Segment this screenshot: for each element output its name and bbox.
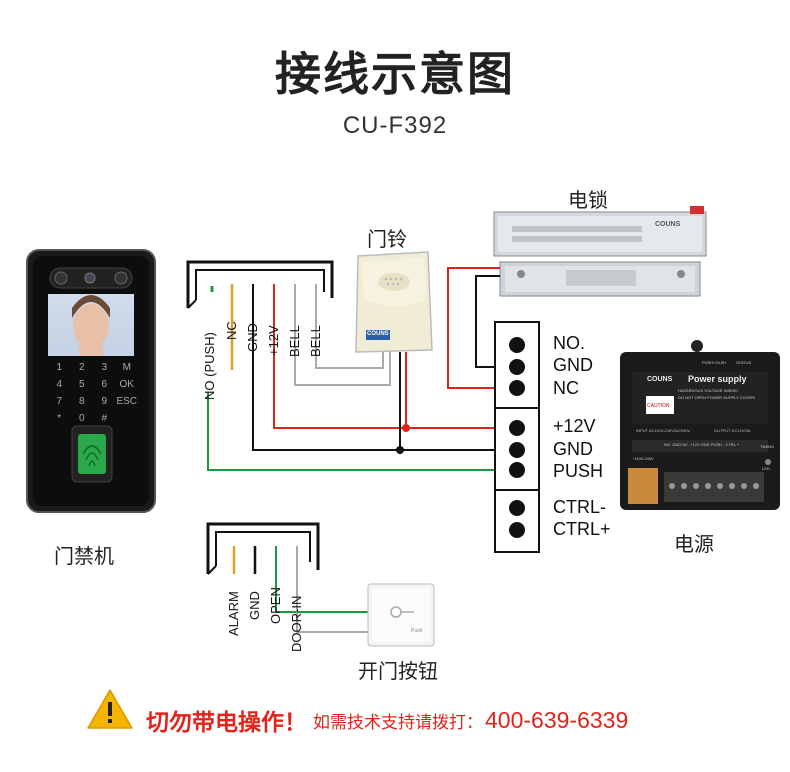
model-number: CU-F392: [342, 112, 448, 139]
keypad-key[interactable]: 0: [78, 413, 85, 424]
button-label-alarm: ALARM: [226, 591, 241, 636]
psu-title: Power supply: [688, 374, 747, 384]
terminal-label-12v: +12V: [266, 325, 281, 356]
psu-timing: TIMING: [760, 444, 774, 449]
keypad-key[interactable]: 9: [101, 396, 108, 407]
exit-button-device: [367, 583, 435, 647]
black-junction: [396, 446, 404, 454]
keypad-key[interactable]: 8: [78, 396, 85, 407]
keypad-key[interactable]: ESC: [116, 396, 138, 407]
controller-connector: [186, 260, 334, 309]
psu-label-ctrl-plus: CTRL+: [553, 519, 611, 539]
psu-label-push: PUSH: [553, 461, 604, 481]
button-label-gnd: GND: [247, 591, 262, 620]
keypad-key[interactable]: 1: [56, 362, 63, 373]
psu-terminal-blocks: [494, 321, 540, 553]
psu-input: INPUT AC110V-240V/AC50Hz: [636, 428, 690, 433]
exit-button-text: Push: [411, 628, 423, 634]
keypad-key[interactable]: 7: [56, 396, 63, 407]
power-supply-label: 电源: [674, 532, 714, 556]
lock-gnd-wire: [475, 275, 500, 368]
page-title: 接线示意图: [275, 47, 515, 101]
button-label-door-in: DOOR-IN: [289, 595, 304, 652]
electric-lock: [493, 206, 707, 297]
psu-caution: CAUTION: [647, 403, 670, 409]
psu-ac: ~110V-240V: [632, 456, 654, 461]
keypad-key[interactable]: #: [101, 413, 108, 424]
warning-sub: 如需技术支持请拨打：: [313, 712, 483, 733]
psu-label-ctrl-minus: CTRL-: [553, 497, 606, 517]
warning-icon: [87, 689, 133, 729]
doorbell-device: [355, 251, 433, 353]
controller-wires: [207, 284, 495, 471]
psu-label-gnd-2: GND: [553, 439, 593, 459]
terminal-label-no-push: NO (PUSH): [202, 332, 217, 400]
psu-label-gnd-1: GND: [553, 355, 593, 375]
psu-led: LED: [762, 466, 770, 471]
terminal-label-bell-2: BELL: [308, 325, 323, 357]
keypad-key[interactable]: *: [57, 413, 62, 424]
keypad-key[interactable]: M: [122, 362, 131, 373]
terminal-label-gnd: GND: [245, 323, 260, 352]
keypad-key[interactable]: 3: [101, 362, 108, 373]
keypad-key[interactable]: 6: [101, 379, 108, 390]
doorbell-brand: COUNS: [367, 331, 389, 337]
lock-nc-wire: [447, 267, 500, 389]
psu-brand: COUNS: [647, 376, 673, 383]
lock-brand: COUNS: [655, 221, 681, 228]
keypad-key[interactable]: 5: [78, 379, 85, 390]
psu-terminal-strip: NO. GND NC. +12V GND PUSH - CTRL +: [664, 442, 740, 447]
support-phone: 400-639-6339: [485, 706, 629, 733]
psu-warn-1: HAZARDOUS VOLTAGE INSIDE!: [678, 388, 739, 393]
warning-bar: 切勿带电操作！ 如需技术支持请拨打： 400-639-6339: [138, 703, 628, 737]
psu-label-no: NO.: [553, 333, 586, 353]
keypad: 1 2 3 M 4 5 6 OK 7 8 9 ESC * 0 #: [48, 362, 138, 424]
keypad-key[interactable]: 2: [78, 362, 85, 373]
exit-button-label: 开门按钮: [358, 659, 438, 683]
power-supply-box: [620, 340, 780, 510]
psu-label-nc: NC: [553, 378, 579, 398]
terminal-label-nc: NC: [224, 321, 239, 340]
electric-lock-label: 电锁: [568, 188, 608, 212]
terminal-label-bell-1: BELL: [287, 325, 302, 357]
button-connector: [206, 522, 375, 633]
psu-label-12v: +12V: [553, 416, 596, 436]
red-junction: [402, 424, 410, 432]
access-control-device: [26, 249, 156, 513]
psu-output: OUTPUT DC12V/3A: [714, 428, 751, 433]
access-control-label: 门禁机: [54, 544, 114, 568]
doorbell-label: 门铃: [367, 227, 407, 251]
button-label-open: OPEN: [268, 587, 283, 624]
keypad-key[interactable]: OK: [119, 379, 134, 390]
warning-main: 切勿带电操作！: [146, 710, 307, 736]
psu-status: STATUS: [736, 360, 752, 365]
psu-warn-2: DO NOT OPEN POWER SUPPLY COVER!: [678, 395, 756, 400]
psu-plus: PUSH+24.5H: [702, 360, 727, 365]
keypad-key[interactable]: 4: [56, 379, 63, 390]
